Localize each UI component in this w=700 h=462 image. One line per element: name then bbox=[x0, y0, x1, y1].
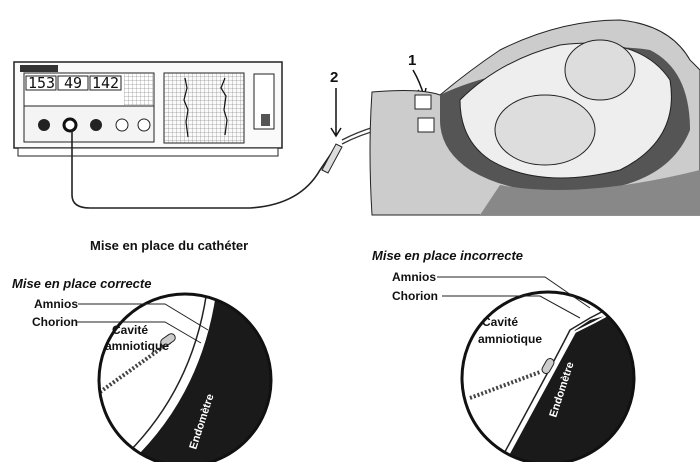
cavity-label-line1: Cavité bbox=[482, 315, 518, 329]
patient-illustration bbox=[369, 19, 700, 216]
callout-1: 1 bbox=[408, 52, 416, 69]
paper-chart bbox=[163, 72, 245, 144]
knob[interactable] bbox=[38, 119, 50, 131]
fetal-monitor: 153 49 142 bbox=[13, 61, 283, 157]
incorrect-placement-panel: Mise en place incorrecte Endomètre Amnio… bbox=[372, 248, 636, 462]
amnios-label: Amnios bbox=[34, 297, 78, 311]
correct-title: Mise en place correcte bbox=[12, 276, 151, 291]
cavity-label-line2: amniotique bbox=[105, 339, 169, 353]
readout-3: 142 bbox=[92, 74, 119, 92]
knob[interactable] bbox=[90, 119, 102, 131]
readout-1: 153 bbox=[28, 74, 55, 92]
display-grid bbox=[124, 74, 153, 105]
callout-2: 2 bbox=[330, 69, 338, 86]
connector-socket bbox=[62, 117, 78, 133]
cavity-label-line2: amniotique bbox=[478, 332, 542, 346]
incorrect-title: Mise en place incorrecte bbox=[372, 248, 523, 263]
chorion-label: Chorion bbox=[32, 315, 78, 329]
cavity-label-line1: Cavité bbox=[112, 323, 148, 337]
catheter-connector bbox=[321, 143, 343, 174]
readout-2: 49 bbox=[64, 74, 82, 92]
chorion-label: Chorion bbox=[392, 289, 438, 303]
main-caption: Mise en place du cathéter bbox=[90, 238, 248, 253]
catheter-cable bbox=[71, 130, 336, 209]
correct-placement-panel: Mise en place correcte Endomètre Amnios … bbox=[12, 276, 273, 462]
amnios-label: Amnios bbox=[392, 270, 436, 284]
knob[interactable] bbox=[115, 118, 129, 132]
knob[interactable] bbox=[137, 118, 151, 132]
